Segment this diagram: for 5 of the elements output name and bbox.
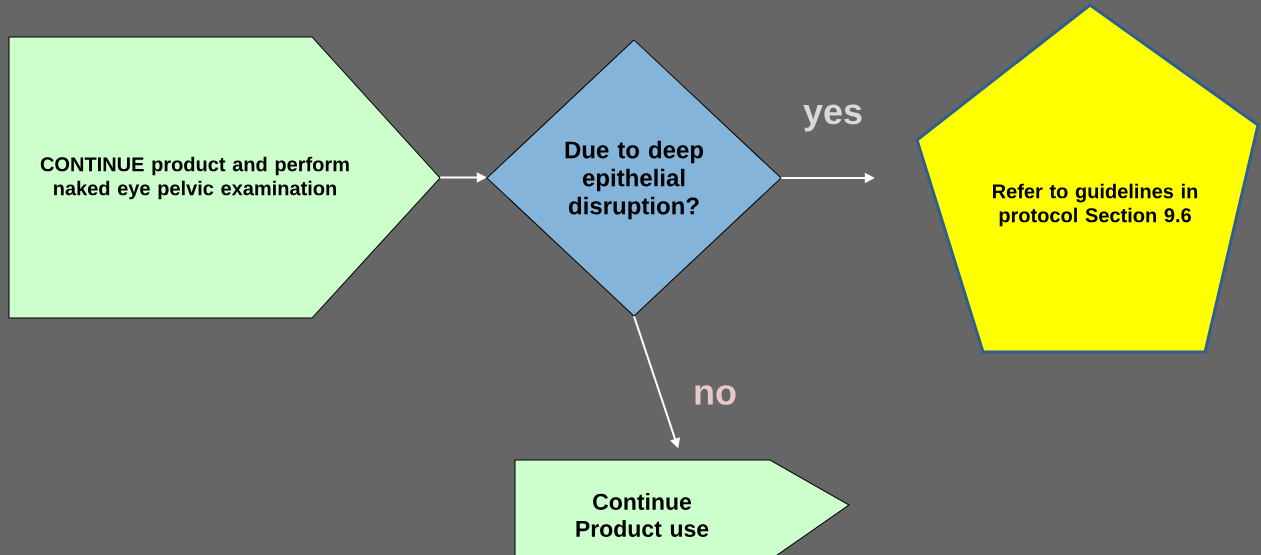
process-arrow-box: CONTINUE product and perform naked eye pelvic examination xyxy=(8,36,441,319)
pentagon-box: Refer to guidelines in protocol Section 9.6 xyxy=(915,3,1260,354)
edge-label: no xyxy=(695,385,736,405)
process-arrow-box: Continue Product use xyxy=(514,459,850,555)
edge-label: yes xyxy=(803,104,862,132)
